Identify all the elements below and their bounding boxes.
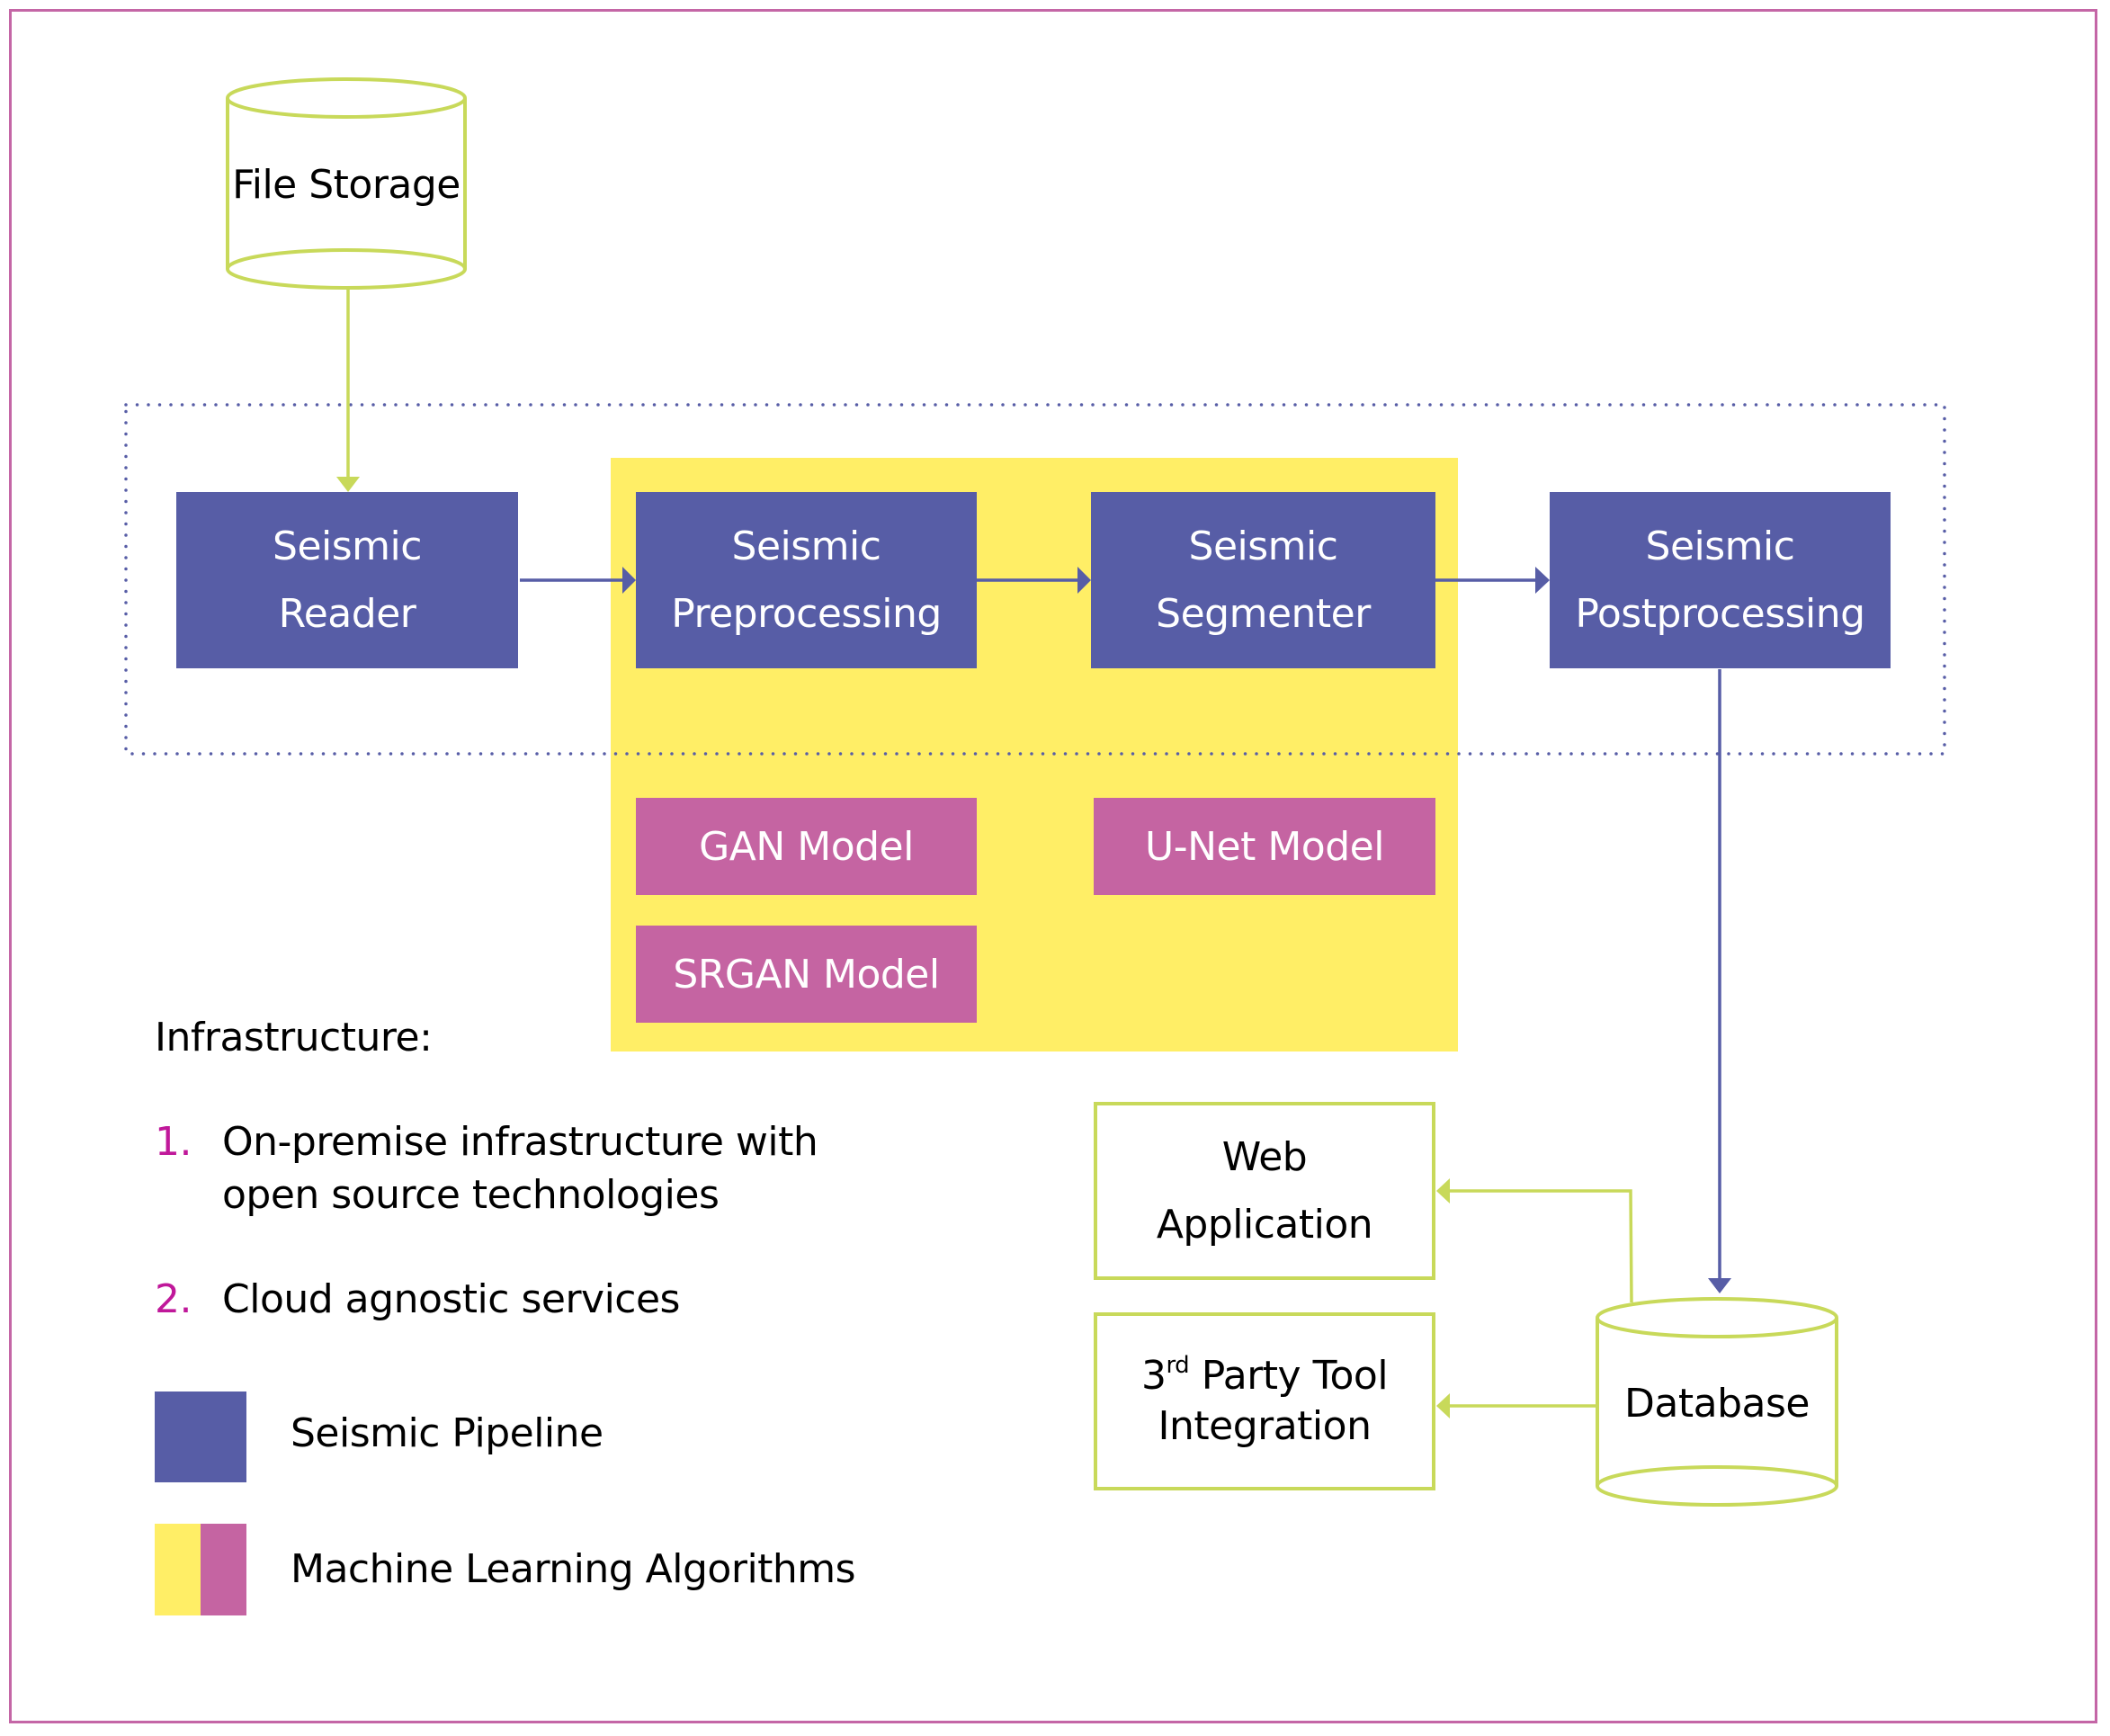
web-application-line1: Web: [1221, 1134, 1308, 1180]
seismic-segmenter-line1: Seismic: [1188, 523, 1338, 569]
seismic-postprocessing-line2: Postprocessing: [1575, 591, 1865, 637]
postprocessing-to-database-arrow: [1708, 669, 1731, 1293]
reader-to-preprocessing-arrow: [520, 567, 636, 594]
database-label: Database: [1624, 1381, 1810, 1427]
seismic-postprocessing-box[interactable]: Seismic Postprocessing: [1550, 492, 1891, 668]
pipeline-boundary: [124, 403, 1946, 756]
preprocessing-to-segmenter-arrow: [977, 567, 1091, 594]
seismic-preprocessing-box[interactable]: Seismic Preprocessing: [636, 492, 977, 668]
unet-model-box[interactable]: U-Net Model: [1094, 798, 1435, 895]
seismic-reader-line1: Seismic: [273, 523, 422, 569]
web-application-line2: Application: [1156, 1202, 1373, 1248]
infrastructure-item-2-line1: Cloud agnostic services: [222, 1276, 680, 1322]
legend-label-ml: Machine Learning Algorithms: [291, 1546, 856, 1592]
third-party-line1-rest: Party Tool: [1189, 1353, 1389, 1399]
file-storage-label: File Storage: [232, 162, 460, 208]
seismic-segmenter-box[interactable]: Seismic Segmenter: [1091, 492, 1435, 668]
legend-swatch-ml-yellow: [155, 1524, 201, 1615]
web-application-box[interactable]: Web Application: [1094, 1102, 1435, 1280]
third-party-line2: Integration: [1158, 1403, 1372, 1449]
legend-swatch-pipeline: [155, 1391, 246, 1482]
database-cylinder-icon: [1596, 1297, 1838, 1507]
legend-label-pipeline: Seismic Pipeline: [291, 1410, 603, 1456]
third-party-line1: 3rd Party Tool: [1140, 1351, 1389, 1401]
segmenter-to-postprocessing-arrow: [1435, 567, 1550, 594]
third-party-ordinal-suffix: rd: [1166, 1352, 1190, 1379]
infrastructure-title: Infrastructure:: [155, 1015, 433, 1060]
legend-swatch-ml-pink: [201, 1524, 246, 1615]
infrastructure-item-1-line1: On-premise infrastructure with: [222, 1119, 818, 1165]
third-party-tool-box[interactable]: 3rd Party Tool Integration: [1094, 1312, 1435, 1490]
seismic-reader-line2: Reader: [278, 591, 416, 637]
database-to-thirdparty-arrow: [1436, 1393, 1597, 1418]
infrastructure-item-1-number: 1.: [155, 1119, 192, 1165]
seismic-segmenter-line2: Segmenter: [1156, 591, 1371, 637]
storage-to-reader-arrow: [336, 288, 360, 492]
gan-model-box[interactable]: GAN Model: [636, 798, 977, 895]
seismic-postprocessing-line1: Seismic: [1645, 523, 1795, 569]
third-party-ordinal: 3: [1140, 1353, 1167, 1399]
file-storage-cylinder-icon: [226, 77, 467, 290]
seismic-preprocessing-line2: Preprocessing: [671, 591, 942, 637]
infrastructure-item-2-number: 2.: [155, 1276, 192, 1322]
diagram-frame: [9, 9, 2097, 1723]
database-to-webapp-arrow: [1436, 1178, 1633, 1303]
srgan-model-box[interactable]: SRGAN Model: [636, 926, 977, 1023]
infrastructure-item-1-line2: open source technologies: [222, 1172, 720, 1218]
seismic-reader-box[interactable]: Seismic Reader: [176, 492, 518, 668]
seismic-preprocessing-line1: Seismic: [731, 523, 881, 569]
